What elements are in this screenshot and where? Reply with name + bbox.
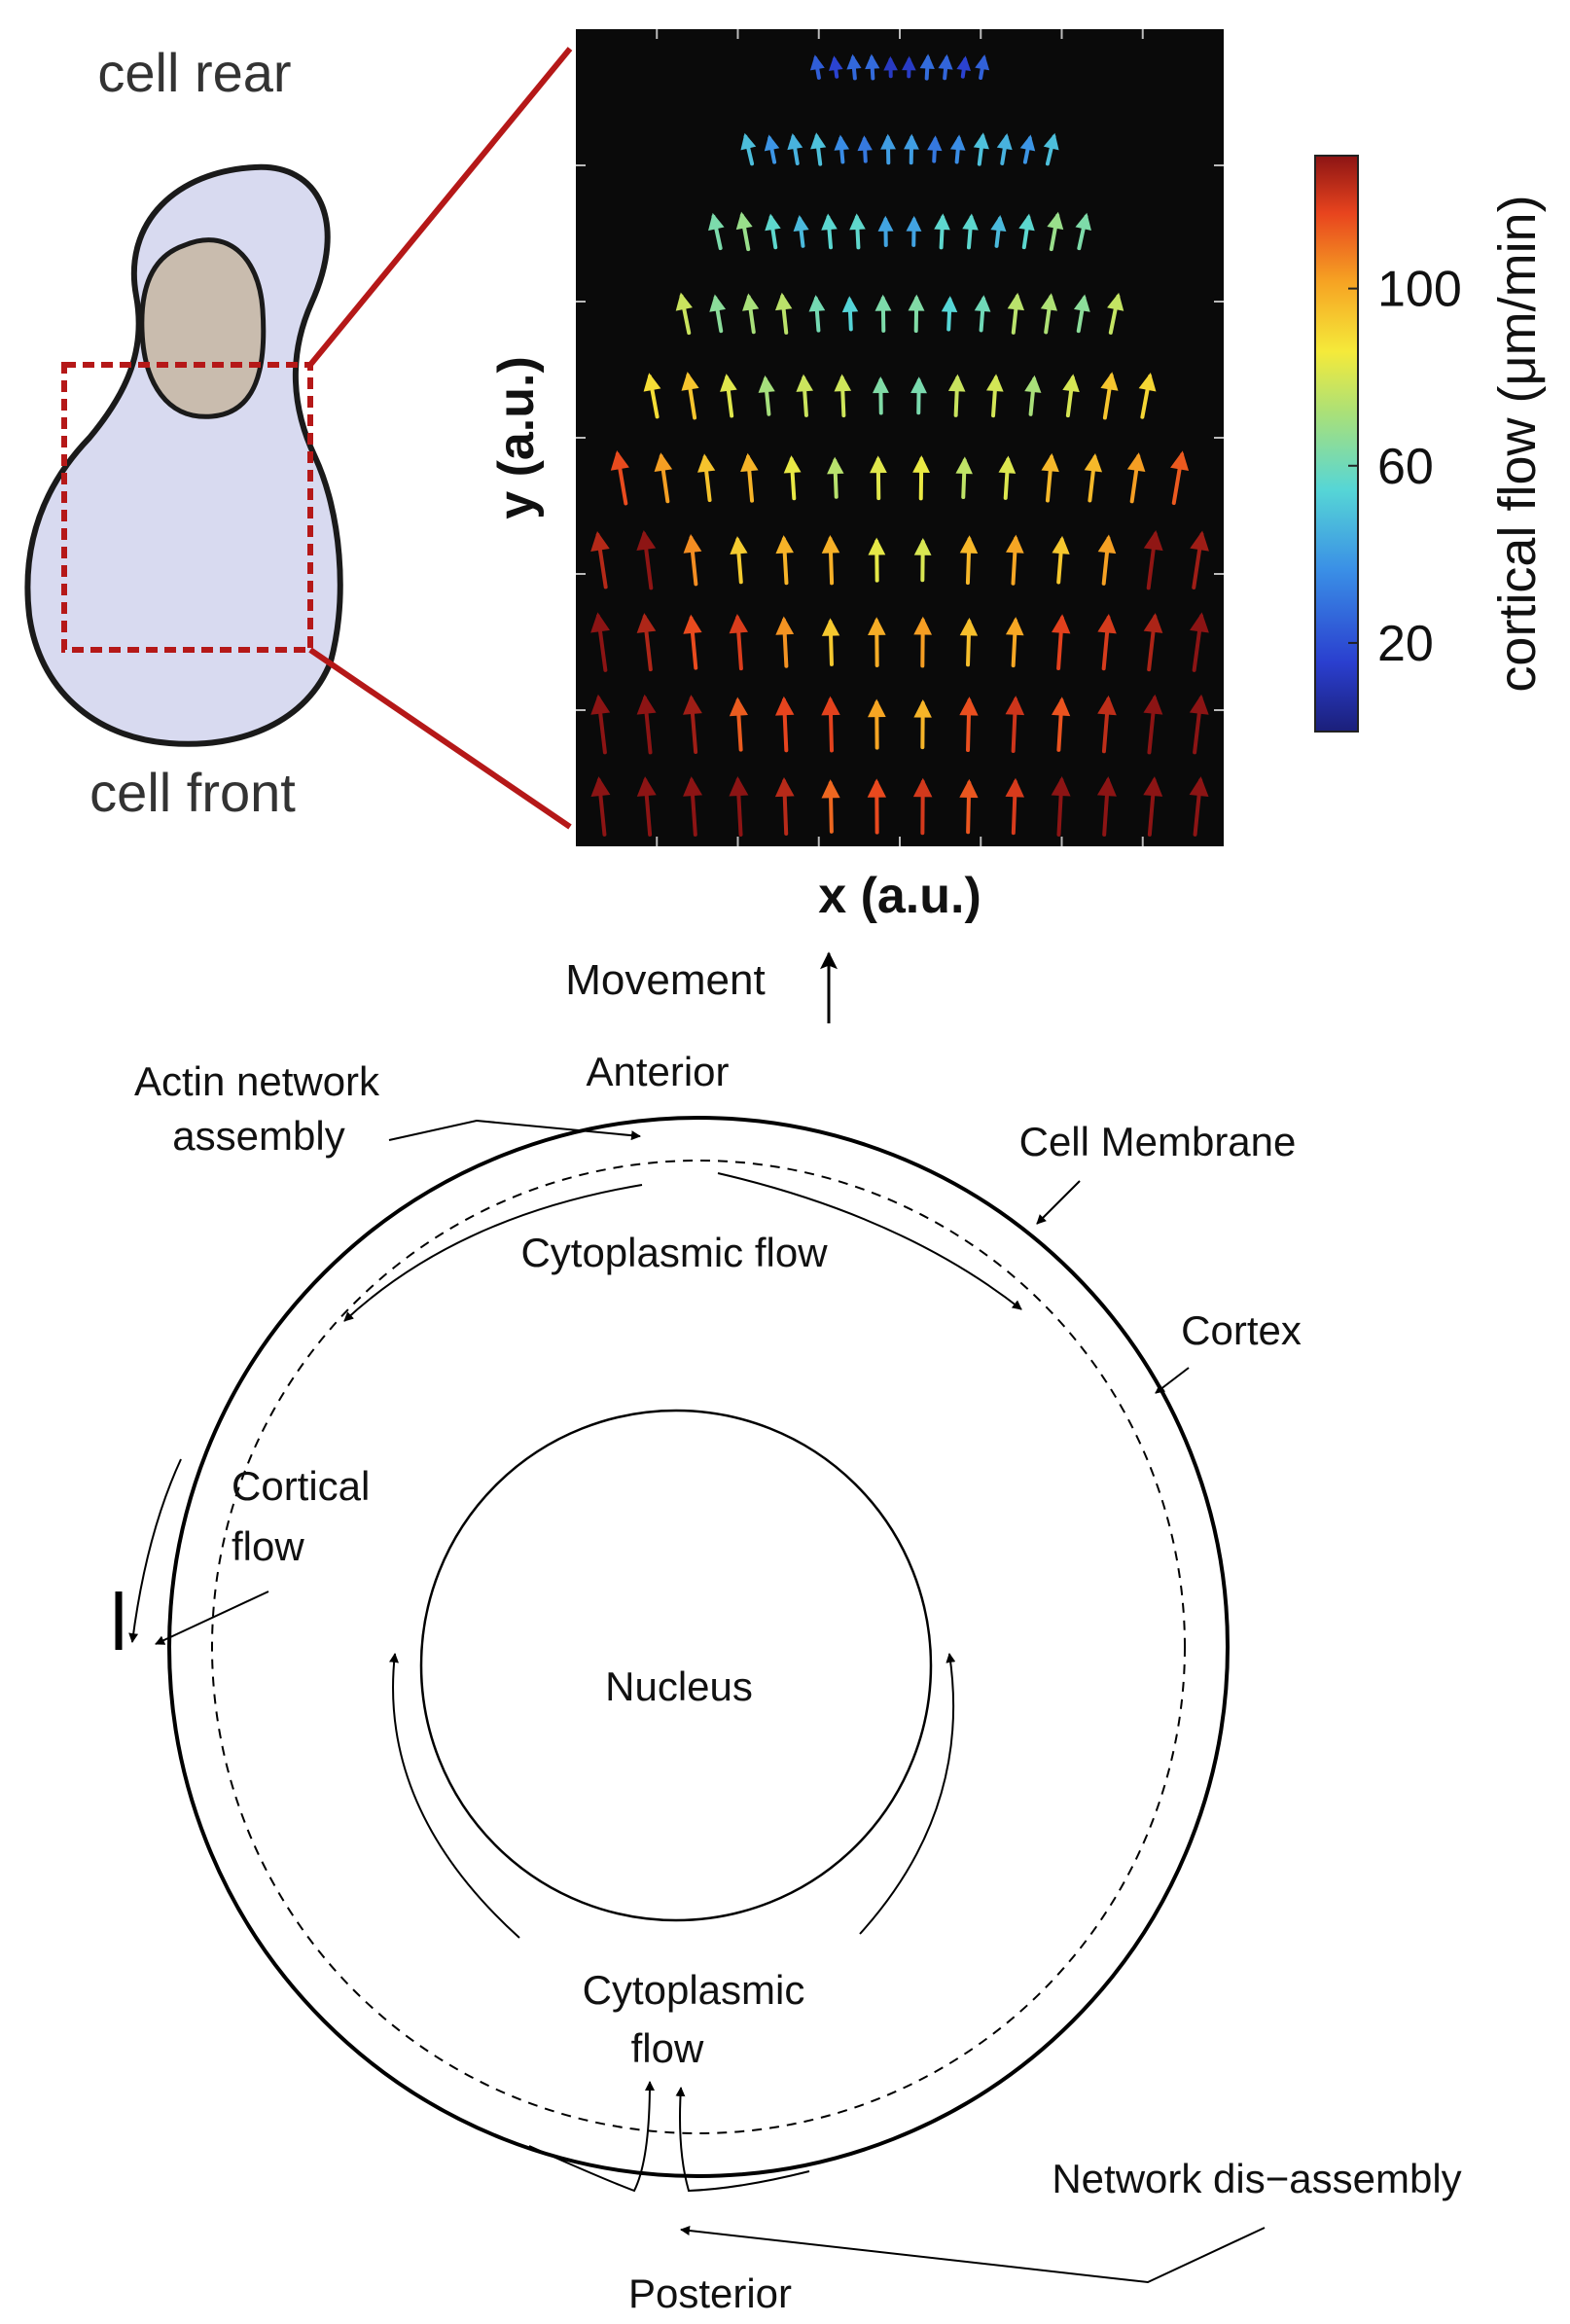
cell-rear-label: cell rear	[97, 42, 291, 103]
zoom-line-bottom	[310, 650, 570, 827]
cortex-label: Cortex	[1181, 1307, 1302, 1353]
cortical-label-line1: Cortical	[232, 1463, 370, 1509]
cell-membrane-circle	[169, 1118, 1228, 2176]
flow-plot: y (a.u.) x (a.u.)	[488, 29, 1224, 924]
cell-diagram: Anterior Posterior Actin network assembl…	[119, 1049, 1462, 2316]
plot-area	[576, 29, 1224, 846]
cortex-arrow	[1156, 1368, 1189, 1393]
cytoplasmic-flow-right-arrow	[860, 1654, 953, 1934]
anterior-label: Anterior	[586, 1049, 729, 1094]
zoom-line-top	[310, 49, 570, 365]
x-axis-label: x (a.u.)	[818, 868, 981, 924]
y-axis-label: y (a.u.)	[488, 356, 545, 519]
colorbar-ticks: 100 60 20	[1348, 262, 1462, 672]
network-disassembly-label: Network dis−assembly	[1052, 2156, 1461, 2201]
cell-membrane-arrow	[1037, 1181, 1080, 1224]
colorbar: 100 60 20 cortical flow (μm/min)	[1315, 156, 1547, 732]
posterior-label: Posterior	[628, 2270, 792, 2316]
nucleus-label: Nucleus	[605, 1663, 753, 1709]
colorbar-tick-label: 60	[1377, 439, 1434, 495]
colorbar-gradient	[1315, 156, 1358, 732]
cyto-bottom-line2: flow	[631, 2025, 704, 2071]
cortical-label-line2: flow	[232, 1523, 304, 1569]
movement-indicator: Movement	[565, 953, 829, 1023]
actin-label-line2: assembly	[172, 1113, 344, 1159]
cell-front-label: cell front	[89, 762, 296, 823]
cyto-bottom-line1: Cytoplasmic	[583, 1967, 805, 2013]
colorbar-tick-label: 100	[1377, 262, 1462, 318]
colorbar-label: cortical flow (μm/min)	[1488, 195, 1547, 692]
actin-assembly-arrow	[389, 1121, 640, 1140]
posterior-flow-left-arrow	[529, 2082, 650, 2191]
colorbar-tick-label: 20	[1377, 616, 1434, 672]
movement-label: Movement	[565, 956, 765, 1004]
cortical-flow-arrow	[132, 1459, 181, 1642]
cell-membrane-label: Cell Membrane	[1019, 1119, 1297, 1164]
cytoplasmic-flow-top-label: Cytoplasmic flow	[520, 1230, 828, 1275]
actin-label-line1: Actin network	[134, 1058, 380, 1104]
cell-nucleus	[142, 240, 264, 417]
